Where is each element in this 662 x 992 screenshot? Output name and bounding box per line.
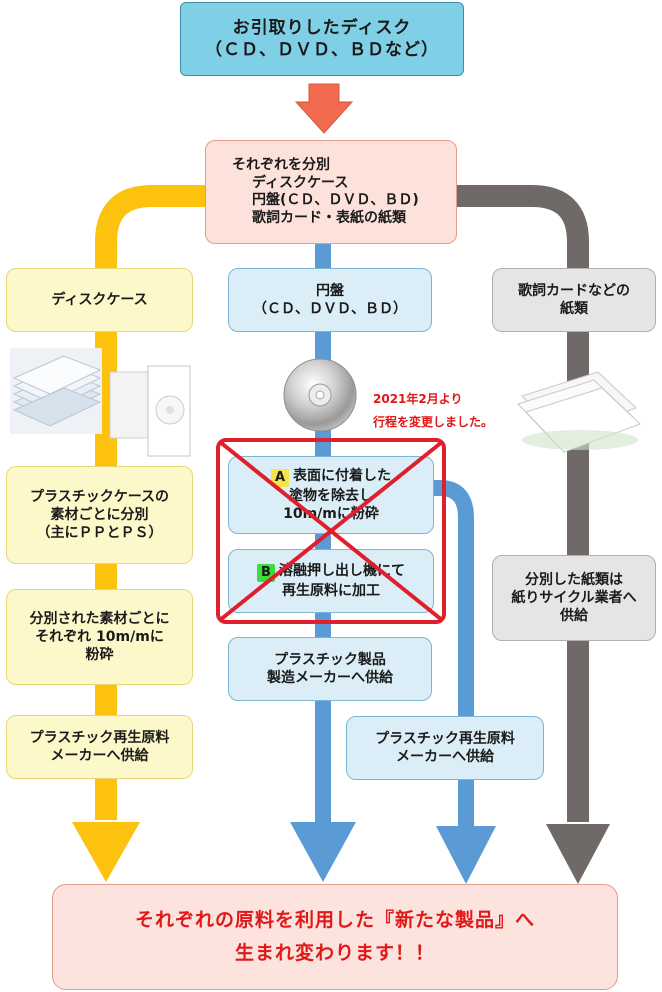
disc-header: 円盤 （ＣＤ、ＤＶＤ、ＢＤ） — [228, 268, 432, 332]
disc-header-line2: （ＣＤ、ＤＶＤ、ＢＤ） — [253, 301, 407, 317]
left-step-sort-line2: 素材ごとに分別 — [50, 506, 149, 523]
center-supply2-box: プラスチック再生原料 メーカーへ供給 — [346, 716, 544, 780]
center-supply2-line1: プラスチック再生原料 — [375, 730, 515, 747]
paper-step-box: 分別した紙類は 紙りサイクル業者へ 供給 — [492, 555, 656, 641]
source-discs-line1: お引取りしたディスク — [232, 17, 412, 38]
step-b-line2: 再生原料に加工 — [282, 582, 380, 599]
final-result-line1: それぞれの原料を利用した『新たな製品』へ — [134, 908, 535, 931]
left-step-supply: プラスチック再生原料 メーカーへ供給 — [6, 715, 193, 779]
step-a-line1: 表面に付着した — [293, 467, 391, 484]
left-step-crush: 分別された素材ごとに それぞれ 10m/mに 粉砕 — [6, 589, 193, 685]
process-change-note: 2021年2月より 行程を変更しました。 — [373, 388, 493, 434]
blue-arrow-head-right — [436, 826, 496, 884]
step-b-badge: B — [257, 563, 275, 582]
paper-step-line2: 紙りサイクル業者へ — [511, 589, 637, 606]
left-step-sort: プラスチックケースの 素材ごとに分別 （主にＰＰとＰＳ） — [6, 466, 193, 564]
source-discs-box: お引取りしたディスク （ＣＤ、ＤＶＤ、ＢＤなど） — [180, 2, 464, 76]
sorting-box: それぞれを分別 ディスクケース 円盤(ＣＤ、ＤＶＤ、ＢＤ) 歌詞カード・表紙の紙… — [205, 140, 457, 244]
yellow-arrow-head — [72, 822, 140, 882]
center-supply2-line2: メーカーへ供給 — [396, 749, 494, 765]
final-result-line2: 生まれ変わります！！ — [234, 942, 435, 964]
paper-header-line1: 歌詞カードなどの — [518, 282, 630, 299]
sorting-item-disc: 円盤(ＣＤ、ＤＶＤ、ＢＤ) — [252, 192, 419, 208]
paper-header: 歌詞カードなどの 紙類 — [492, 268, 656, 332]
left-step-sort-line1: プラスチックケースの — [29, 488, 170, 505]
center-supply-box: プラスチック製品 製造メーカーへ供給 — [228, 637, 432, 701]
left-step-crush-line2: それぞれ 10m/mに — [35, 628, 164, 645]
step-a-line3: 10m/mに粉砕 — [283, 506, 379, 522]
disc-case-header-label: ディスクケース — [51, 291, 148, 308]
process-change-note-line2: 行程を変更しました。 — [373, 414, 494, 429]
step-a-box: A 表面に付着した 塗物を除去し 10m/mに粉砕 — [228, 456, 434, 534]
center-supply-line2: 製造メーカーへ供給 — [267, 670, 393, 686]
left-step-crush-line1: 分別された素材ごとに — [29, 610, 170, 627]
paper-header-line2: 紙類 — [560, 301, 588, 317]
left-step-supply-line2: メーカーへ供給 — [50, 748, 149, 764]
step-b-box: B 溶融押し出し機にて 再生原料に加工 — [228, 549, 434, 613]
red-down-arrow — [294, 83, 354, 134]
disc-icon — [283, 358, 357, 432]
final-result-box: それぞれの原料を利用した『新たな製品』へ 生まれ変わります！！ — [52, 884, 618, 990]
disc-header-line1: 円盤 — [316, 282, 344, 299]
yellow-arrow-curve — [95, 185, 205, 820]
blue-arrow-head-center — [290, 822, 356, 882]
sorting-item-paper: 歌詞カード・表紙の紙類 — [252, 209, 406, 226]
left-step-supply-line1: プラスチック再生原料 — [29, 729, 170, 746]
gray-arrow-head — [546, 824, 610, 884]
step-a-badge: A — [271, 468, 289, 487]
step-a-line2: 塗物を除去し — [289, 487, 373, 504]
paper-step-line1: 分別した紙類は — [525, 571, 623, 588]
left-step-crush-line3: 粉砕 — [85, 647, 114, 664]
disc-case-header: ディスクケース — [6, 268, 193, 332]
center-supply-line1: プラスチック製品 — [274, 651, 386, 668]
process-change-note-line1: 2021年2月より — [373, 392, 463, 406]
left-step-sort-line3: （主にＰＰとＰＳ） — [36, 525, 163, 542]
source-discs-line2: （ＣＤ、ＤＶＤ、ＢＤなど） — [205, 40, 439, 60]
step-b-line1: 溶融押し出し機にて — [279, 562, 405, 579]
sorting-title: それぞれを分別 — [232, 157, 330, 173]
sorting-item-case: ディスクケース — [252, 174, 349, 191]
paper-step-line3: 供給 — [560, 608, 588, 625]
gray-arrow-curve — [457, 185, 589, 822]
